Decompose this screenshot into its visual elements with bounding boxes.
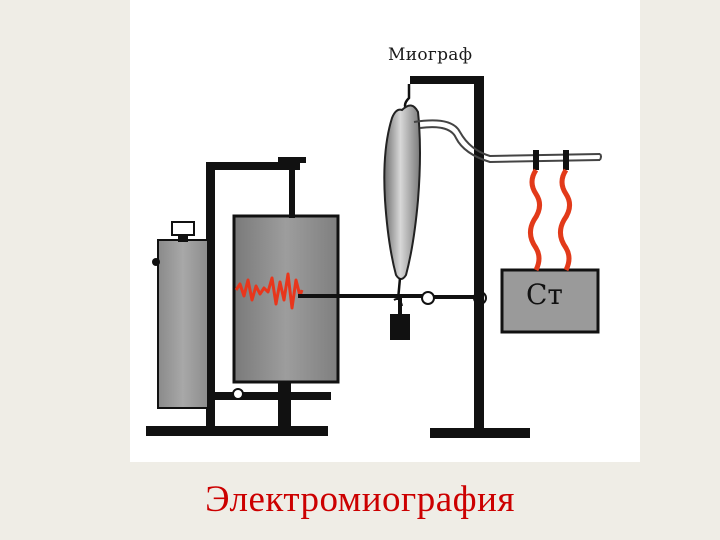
myograph-figure: Миограф Ст xyxy=(130,0,640,462)
stimulator-label: Ст xyxy=(526,278,563,311)
emg-signal-trace xyxy=(234,272,304,310)
motor-box xyxy=(152,221,209,409)
electrodes xyxy=(528,150,572,272)
kymograph-stand xyxy=(146,162,331,436)
myograph-stand xyxy=(410,76,530,438)
weight xyxy=(390,298,410,340)
nerve-cable xyxy=(413,119,601,158)
slide-caption: Электромиография xyxy=(205,479,515,520)
stimulator-box xyxy=(500,268,600,334)
myograph-label: Миограф xyxy=(388,45,473,65)
muscle-preparation xyxy=(383,84,421,307)
myograph-diagram xyxy=(146,76,602,438)
